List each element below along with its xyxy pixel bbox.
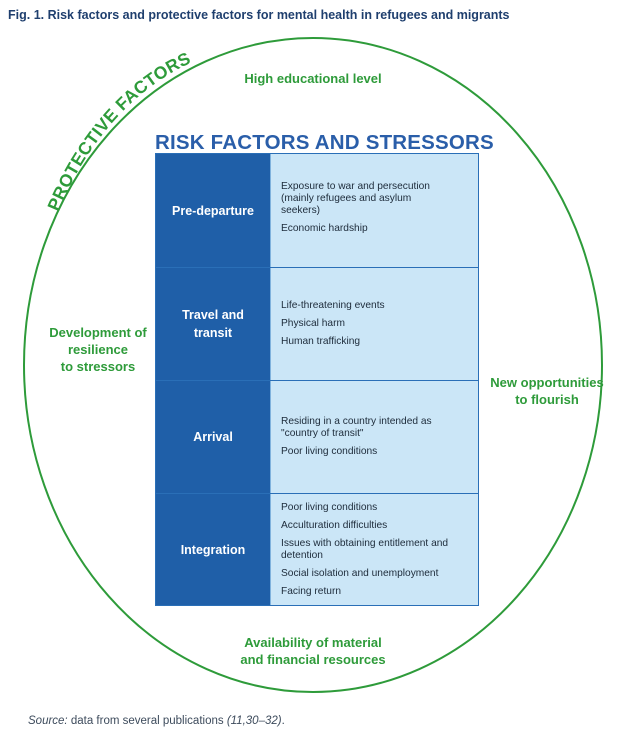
risk-item: Residing in a country intended as "count… (281, 416, 432, 439)
protective-ellipse (23, 37, 603, 693)
risk-item: Poor living conditions (281, 501, 378, 513)
risk-item: Issues with obtaining entitlement and de… (281, 537, 449, 561)
risk-item: Physical harm (281, 318, 345, 329)
source-note: Source: data from several publications (… (28, 715, 285, 727)
protective-bottom-label: Availability of material and financial r… (240, 635, 386, 667)
risk-item: Life-threatening events (281, 300, 385, 311)
risk-item: Human trafficking (281, 336, 361, 347)
figure-title: Fig. 1. Risk factors and protective fact… (8, 8, 510, 22)
risk-item: Poor living conditions (281, 446, 378, 457)
risk-item: Facing return (281, 585, 342, 597)
stage-row-arrival: Arrival Residing in a country intended a… (156, 380, 478, 493)
protective-top-label: High educational level (244, 71, 382, 86)
stage-row-integration: Integration Poor living conditions Accul… (156, 493, 478, 605)
risk-factors-title: RISK FACTORS AND STRESSORS (155, 131, 494, 154)
risk-item: Exposure to war and persecution (mainly … (281, 181, 430, 216)
stage-items: Exposure to war and persecution (mainly … (270, 154, 478, 267)
risk-item: Social isolation and unemployment (281, 567, 439, 579)
protective-right-label: New opportunities to flourish (490, 375, 604, 407)
stage-label: Integration (156, 494, 270, 605)
risk-item: Acculturation difficulties (281, 519, 388, 531)
protective-left-label: Development of resilience to stressors (49, 325, 147, 374)
stage-label: Pre-departure (156, 154, 270, 267)
stage-items: Poor living conditions Acculturation dif… (270, 494, 478, 605)
stage-items: Life-threatening events Physical harm Hu… (270, 268, 478, 380)
risk-factors-table: Pre-departure Exposure to war and persec… (155, 153, 479, 606)
risk-item: Economic hardship (281, 223, 368, 234)
stage-row-pre-departure: Pre-departure Exposure to war and persec… (156, 154, 478, 267)
stage-items: Residing in a country intended as "count… (270, 381, 478, 493)
stage-label: Arrival (156, 381, 270, 493)
